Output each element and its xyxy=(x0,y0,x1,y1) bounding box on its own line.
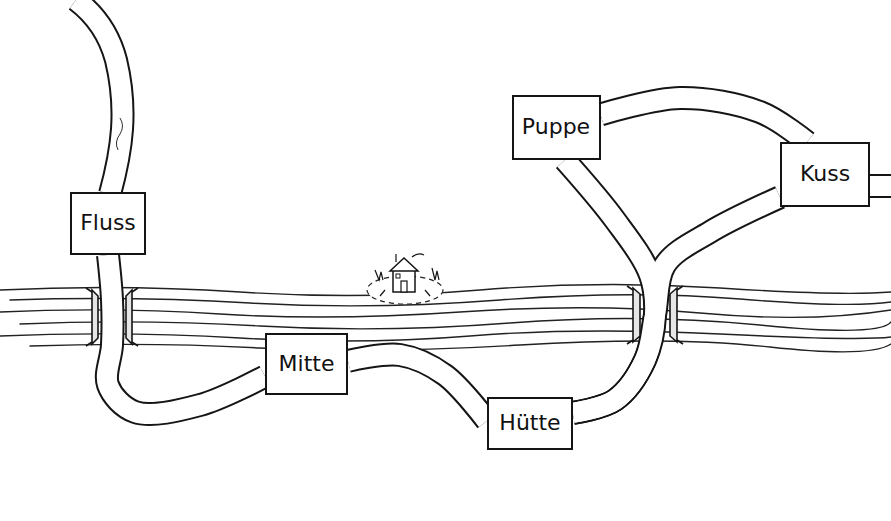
bridge xyxy=(86,288,138,346)
bridge-tick xyxy=(86,288,138,346)
road xyxy=(573,197,780,413)
road xyxy=(348,355,487,421)
bridge xyxy=(627,286,683,344)
place-name: Kuss xyxy=(800,161,850,187)
place-name: Fluss xyxy=(80,210,136,236)
place-box: Puppe xyxy=(512,95,601,160)
house-chimney xyxy=(396,254,424,262)
river-wave xyxy=(30,341,891,352)
road-fill xyxy=(107,255,265,414)
place-box: Kuss xyxy=(780,142,870,207)
bridge-railing xyxy=(92,290,98,344)
road xyxy=(107,255,265,414)
road xyxy=(601,98,808,142)
road-fill xyxy=(868,176,891,196)
island-house xyxy=(367,254,443,304)
river-wave xyxy=(0,331,891,341)
place-name: Hütte xyxy=(499,410,560,436)
place-box: Hütte xyxy=(487,397,573,450)
grass-tuft xyxy=(375,268,439,296)
road-edge xyxy=(868,174,891,198)
house-roof xyxy=(390,258,418,271)
bridge-railing xyxy=(126,290,132,344)
road-fill xyxy=(573,197,780,413)
river-wave xyxy=(10,295,891,306)
river-wave xyxy=(20,318,891,330)
bridge-railing xyxy=(670,288,677,342)
place-name: Mitte xyxy=(279,351,335,377)
road-fill xyxy=(76,0,123,194)
place-box: Fluss xyxy=(70,192,146,255)
house-door xyxy=(401,281,407,292)
place-box: Mitte xyxy=(265,333,348,395)
bridge-railing xyxy=(633,288,640,342)
house-window xyxy=(396,274,400,278)
road-fill xyxy=(601,98,808,142)
bridge-tick xyxy=(627,286,683,344)
road-edge xyxy=(76,0,123,194)
place-name: Puppe xyxy=(522,114,590,140)
road-mark xyxy=(116,118,122,150)
road-fill xyxy=(348,355,487,421)
house-wall xyxy=(393,270,415,292)
river-wave xyxy=(0,308,891,318)
